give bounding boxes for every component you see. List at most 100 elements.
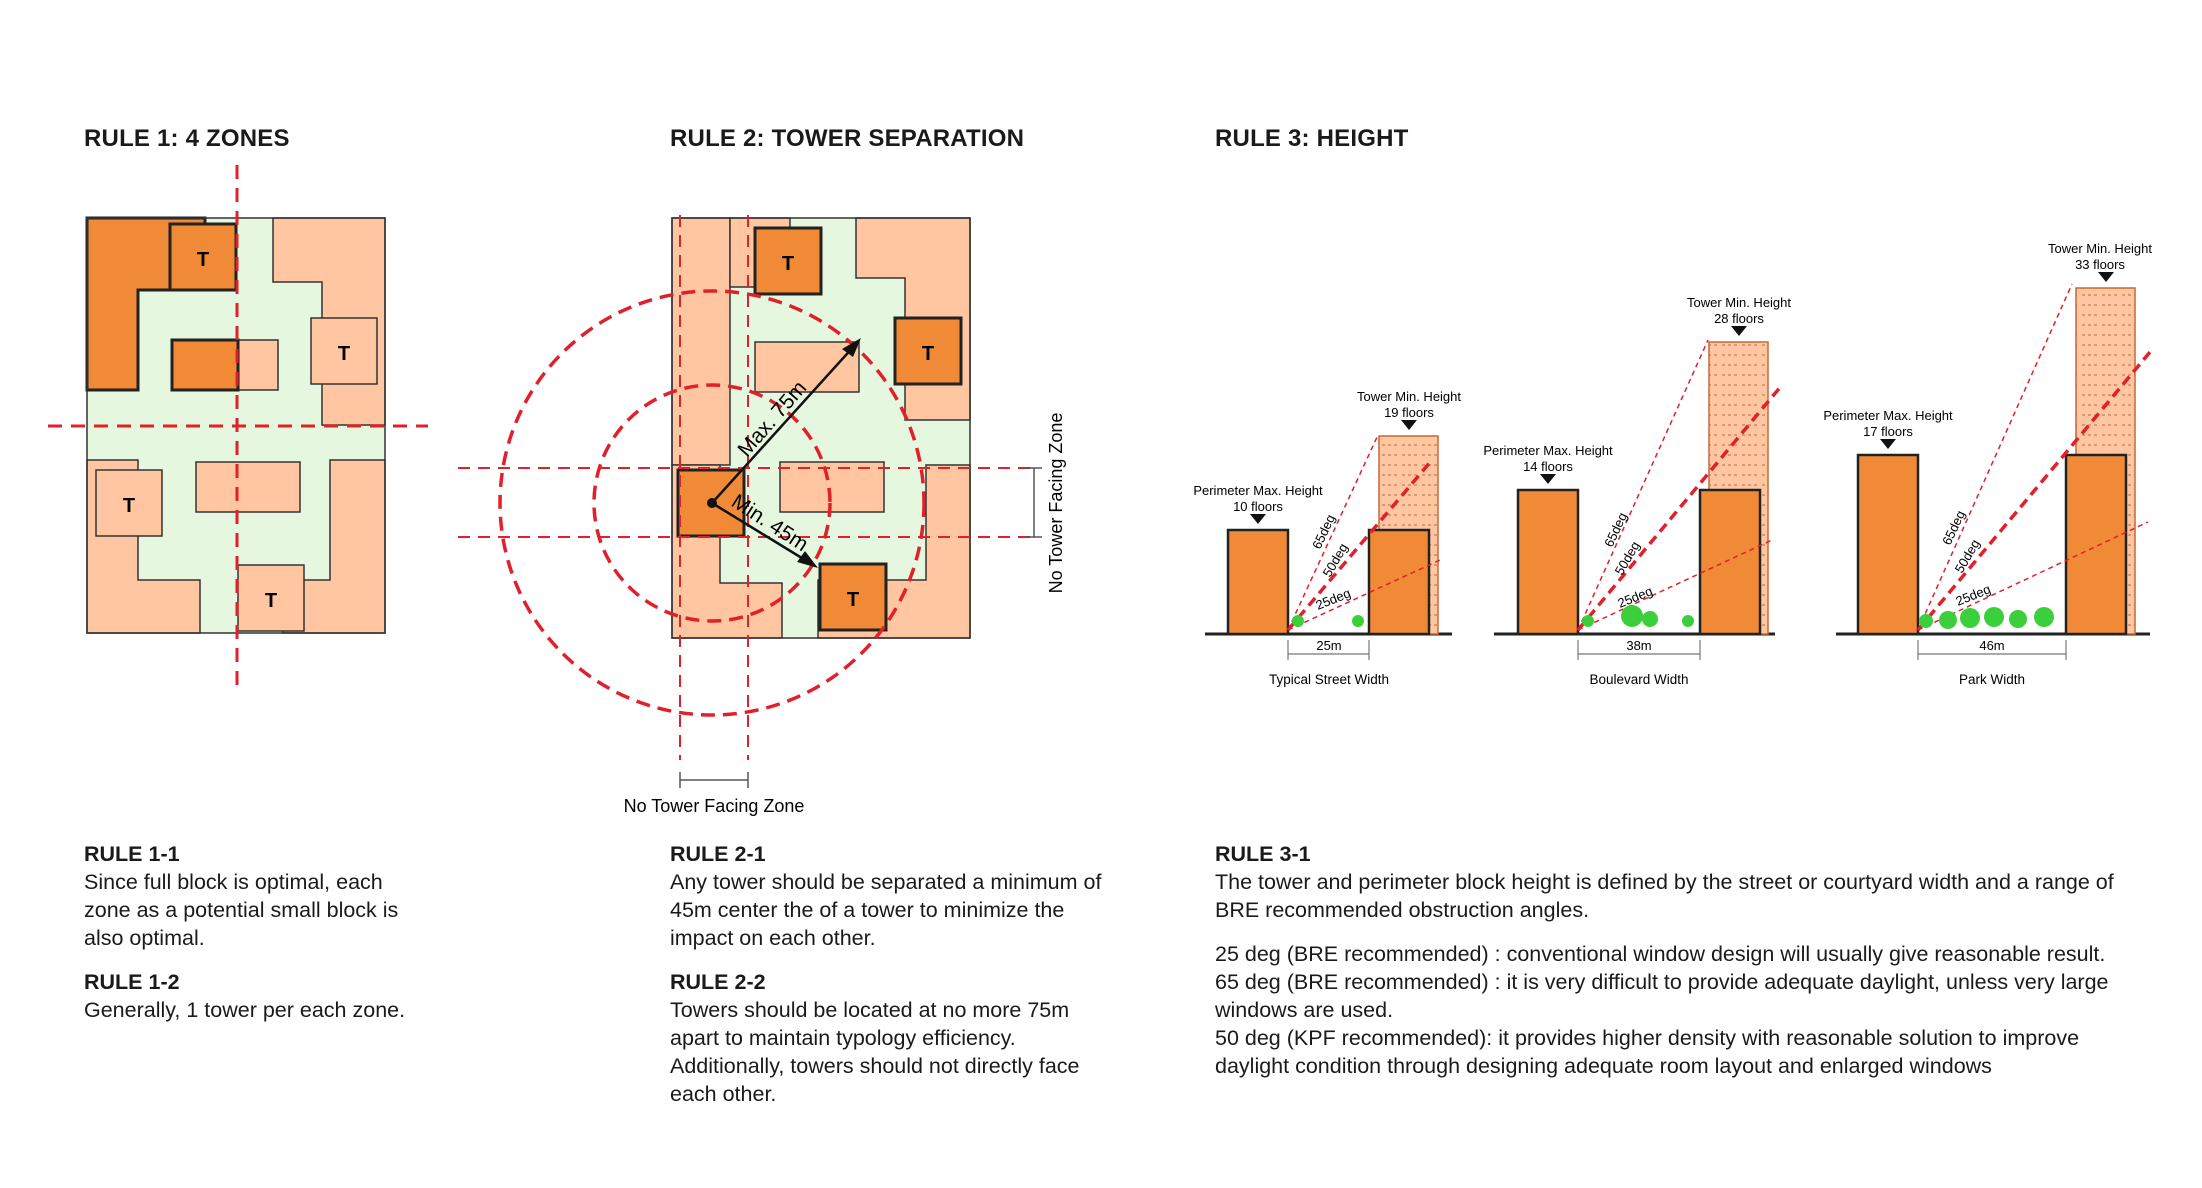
perimeter-building — [1226, 528, 1290, 636]
arrowhead-icon — [842, 338, 861, 357]
tower-height-label: Tower Min. Height — [1687, 295, 1791, 310]
min-distance-arrow — [711, 501, 811, 565]
rule1-2-title: RULE 1-2 — [84, 970, 180, 994]
angle-label-65: 65deg — [1601, 510, 1630, 549]
tree-icon — [1582, 615, 1594, 627]
tower-height-floors: 33 floors — [2075, 257, 2125, 272]
section-caption: Typical Street Width — [1269, 672, 1389, 687]
tower-center-dot — [707, 498, 717, 508]
tower — [753, 226, 823, 296]
rule2-2-title: RULE 2-2 — [670, 970, 766, 994]
section-typical-street: 65deg 50deg 25deg Perimeter Max. Height … — [1193, 389, 1461, 687]
rule3-angle-65-text: 65 deg (BRE recommended) : it is very di… — [1215, 970, 2109, 1022]
tower — [818, 562, 888, 632]
width-label: 38m — [1626, 638, 1651, 653]
zones-plan: T T T T — [48, 165, 428, 690]
tree-icon — [1621, 605, 1643, 627]
min-radius-circle — [592, 383, 832, 623]
rule3-1-text: The tower and perimeter block height is … — [1215, 870, 2114, 922]
perimeter-height-floors: 17 floors — [1863, 424, 1913, 439]
inner-block-north — [754, 341, 860, 393]
marker-down-icon — [1250, 514, 1266, 524]
horizontal-zone-label: No Tower Facing Zone — [624, 796, 805, 816]
width-label: 46m — [1979, 638, 2004, 653]
rule3-1-title: RULE 3-1 — [1215, 842, 1311, 866]
block-outline — [671, 217, 971, 639]
marker-down-icon — [1731, 326, 1747, 336]
rule2-text: RULE 2-1 Any tower should be separated a… — [670, 840, 1110, 1108]
tree-icon — [1352, 615, 1364, 627]
rule2-1-text: Any tower should be separated a minimum … — [670, 870, 1102, 950]
rule3-text: RULE 3-1 The tower and perimeter block h… — [1215, 840, 2135, 1080]
perimeter-building — [1856, 453, 1920, 636]
tree-icon — [1939, 611, 1957, 629]
angle-line-50 — [1576, 383, 1784, 632]
tower — [893, 316, 963, 386]
marker-down-icon — [1540, 474, 1556, 484]
section-caption: Park Width — [1959, 672, 2025, 687]
angle-line-50 — [1916, 350, 2152, 632]
inner-block-south — [195, 461, 301, 513]
tower-height-label: Tower Min. Height — [1357, 389, 1461, 404]
rule1-1-text: Since full block is optimal, each zone a… — [84, 870, 399, 950]
angle-line-25 — [1287, 559, 1441, 631]
tower-label: T — [123, 495, 135, 517]
tree-icon — [1682, 615, 1694, 627]
max-radius-circle — [498, 289, 926, 717]
rule2-2-text: Towers should be located at no more 75m … — [670, 998, 1080, 1106]
angle-line-65 — [1917, 283, 2073, 631]
perimeter-building — [1367, 528, 1431, 636]
tower-label: T — [338, 343, 350, 365]
perimeter-building — [1698, 488, 1762, 636]
perimeter-height-label: Perimeter Max. Height — [1823, 408, 1953, 423]
marker-down-icon — [1880, 439, 1896, 449]
marker-down-icon — [2098, 272, 2114, 282]
tower-height-label: Tower Min. Height — [2048, 241, 2152, 256]
inner-block-tower-orange — [170, 338, 240, 392]
marker-down-icon — [1401, 420, 1417, 430]
rule2-heading: RULE 2: TOWER SEPARATION — [670, 125, 1025, 152]
vertical-zone-label: No Tower Facing Zone — [1046, 413, 1066, 594]
rule3-angle-25-text: 25 deg (BRE recommended) : conventional … — [1215, 942, 2106, 966]
arrowhead-icon — [797, 551, 818, 568]
perimeter-height-floors: 14 floors — [1523, 459, 1573, 474]
tower-label: T — [197, 249, 209, 271]
tower-label: T — [782, 253, 794, 275]
angle-label-25: 25deg — [1954, 581, 1993, 608]
tower-height-floors: 19 floors — [1384, 405, 1434, 420]
perimeter-building — [1516, 488, 1580, 636]
separation-plan: T T T Max. 75m Min. 45m No Tower Facing … — [458, 215, 1066, 816]
tower-height-floors: 28 floors — [1714, 311, 1764, 326]
tree-icon — [1292, 615, 1304, 627]
tree-icon — [2009, 610, 2027, 628]
rule3-heading: RULE 3: HEIGHT — [1215, 125, 1409, 152]
rule1-1-title: RULE 1-1 — [84, 842, 180, 866]
tower — [95, 469, 163, 537]
tower — [237, 564, 305, 632]
inner-block-south — [779, 461, 885, 513]
perimeter-height-label: Perimeter Max. Height — [1193, 483, 1323, 498]
section-boulevard: 65deg 50deg 25deg Perimeter Max. Height … — [1483, 295, 1791, 687]
angle-line-65 — [1577, 339, 1709, 631]
rule1-2-text: Generally, 1 tower per each zone. — [84, 998, 406, 1022]
rule1-text: RULE 1-1 Since full block is optimal, ea… — [84, 840, 424, 1024]
angle-label-50: 50deg — [1952, 537, 1983, 576]
tree-icon — [2034, 607, 2054, 627]
tree-icon — [1642, 611, 1658, 627]
rule1-heading: RULE 1: 4 ZONES — [84, 125, 290, 152]
rule3-angle-50-text: 50 deg (KPF recommended): it provides hi… — [1215, 1026, 2080, 1078]
width-label: 25m — [1316, 638, 1341, 653]
angle-line-50 — [1286, 458, 1434, 632]
tower — [310, 317, 378, 385]
tower-label: T — [847, 589, 859, 611]
tree-icon — [1984, 607, 2004, 627]
tower-label: T — [265, 590, 277, 612]
tower-label: T — [922, 343, 934, 365]
section-caption: Boulevard Width — [1589, 672, 1688, 687]
perimeter-height-label: Perimeter Max. Height — [1483, 443, 1613, 458]
tree-icon — [1919, 614, 1933, 628]
section-park: 65deg 50deg 25deg Perimeter Max. Height … — [1823, 241, 2152, 687]
max-distance-arrow — [711, 344, 856, 504]
perimeter-height-floors: 10 floors — [1233, 499, 1283, 514]
